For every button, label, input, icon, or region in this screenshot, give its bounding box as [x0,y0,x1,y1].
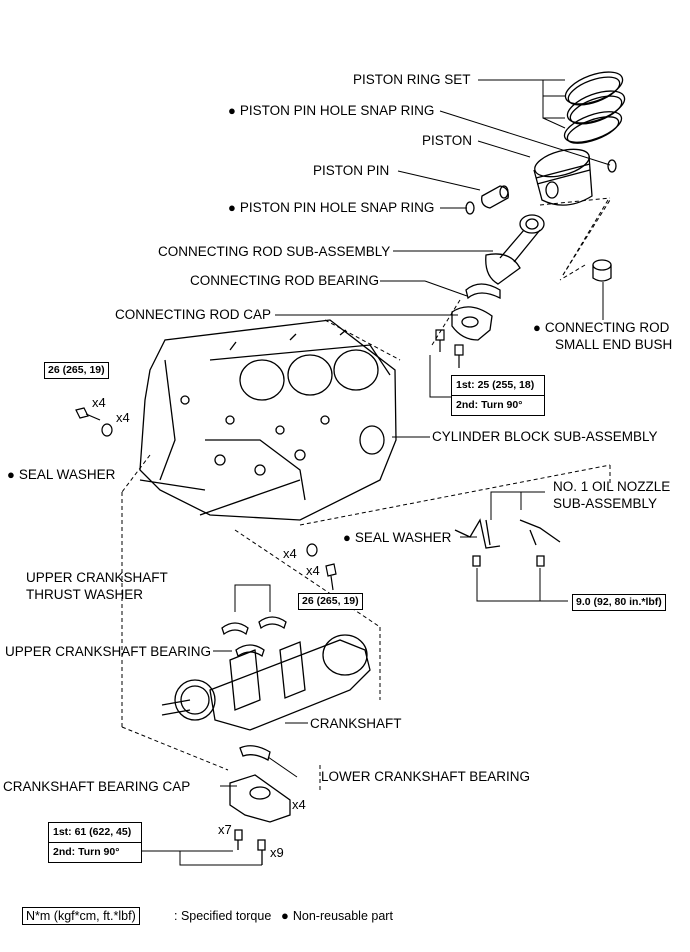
torque-left-bolt: 26 (265, 19) [44,362,109,379]
qty-left-bolt: x4 [92,395,106,410]
lower-crank-bearing-shape [240,746,270,760]
label-crankshaft: CRANKSHAFT [310,716,402,731]
label-upper-thrust-1: UPPER CRANKSHAFT [26,570,168,585]
label-conrod-bearing: CONNECTING ROD BEARING [190,273,380,288]
label-snap-ring-lower: PISTON PIN HOLE SNAP RING [228,200,435,216]
torque-oil-nozzle: 9.0 (92, 80 in.*lbf) [572,594,666,611]
snap-ring-lower-shape [466,202,474,214]
label-lower-crank-bearing: LOWER CRANKSHAFT BEARING [321,769,531,784]
label-upper-crank-bearing: UPPER CRANKSHAFT BEARING [5,644,212,659]
torque-center-bolt: 26 (265, 19) [298,593,363,610]
label-piston: PISTON [422,133,473,148]
qty-cap-bolt-a: x7 [218,822,232,837]
label-conrod-sub-assembly: CONNECTING ROD SUB-ASSEMBLY [158,244,391,259]
legend-non-reusable: Non-reusable part [281,908,393,924]
piston-pin-shape [482,186,509,208]
leader-lines [138,80,610,865]
label-small-end-bush-2: SMALL END BUSH [555,337,673,352]
block-center-bolt [307,544,336,590]
label-snap-ring-upper: PISTON PIN HOLE SNAP RING [228,103,435,119]
torque-conrod-box: 1st: 25 (255, 18) 2nd: Turn 90° [451,375,545,416]
label-oil-nozzle-1: NO. 1 OIL NOZZLE [553,479,671,494]
qty-left-washer: x4 [116,410,130,425]
label-piston-pin: PISTON PIN [313,163,390,178]
label-small-end-bush-1: CONNECTING ROD [533,320,670,336]
cylinder-block-shape [140,320,396,520]
label-crank-bearing-cap: CRANKSHAFT BEARING CAP [3,779,191,794]
torque-bearing-cap-line2: 2nd: Turn 90° [49,842,141,862]
label-upper-thrust-2: THRUST WASHER [26,587,144,602]
piston-ring-set [561,66,629,149]
upper-crank-bearings [222,617,286,656]
qty-cap-bolt-b: x9 [270,845,284,860]
torque-conrod-line2: 2nd: Turn 90° [452,395,544,415]
oil-nozzle-shapes [455,520,560,566]
conrod-cap-shape [452,307,492,340]
legend-torque-box: N*m (kgf*cm, ft.*lbf) [22,907,140,925]
conrod-bearing-shape [466,284,500,298]
piston-shape [532,144,592,205]
torque-bearing-cap-line1: 1st: 61 (622, 45) [53,826,132,838]
bearing-cap-shape [230,775,290,865]
connecting-rod-shape [486,215,544,284]
label-conrod-cap: CONNECTING ROD CAP [115,307,272,322]
label-seal-washer-left: SEAL WASHER [7,467,116,483]
qty-center-bolt: x4 [306,563,320,578]
label-piston-ring-set: PISTON RING SET [353,72,471,87]
conrod-bolts [436,330,463,368]
crankshaft-shape [162,635,370,730]
qty-bearing-cap: x4 [292,797,306,812]
label-seal-washer-center: SEAL WASHER [343,530,452,546]
dashed-guides [122,198,610,790]
torque-bearing-cap-box: 1st: 61 (622, 45) 2nd: Turn 90° [48,822,142,863]
small-end-bush-shape [593,260,611,281]
block-left-bolt [76,408,112,436]
qty-center-washer: x4 [283,546,297,561]
snap-ring-upper-shape [608,160,616,172]
label-oil-nozzle-2: SUB-ASSEMBLY [553,496,658,511]
legend-torque-text: : Specified torque [174,909,272,923]
label-cylinder-block: CYLINDER BLOCK SUB-ASSEMBLY [432,429,658,444]
torque-conrod-line1: 1st: 25 (255, 18) [456,379,535,391]
